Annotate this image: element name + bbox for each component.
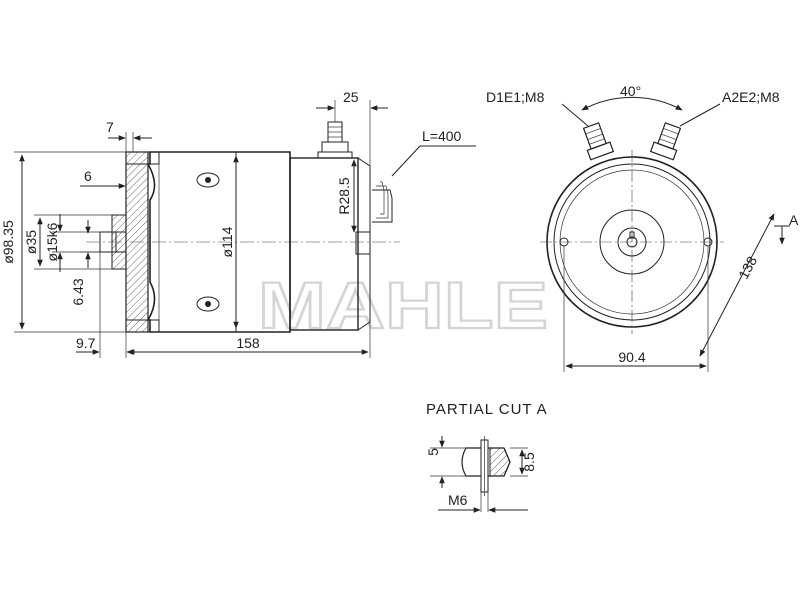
mounting-bolt [196,172,220,188]
dim-pilot-diameter: ø35 [23,230,39,254]
mounting-bolt [196,296,220,312]
partial-cut-title: PARTIAL CUT A [426,401,548,418]
dim-terminal-offset: 25 [343,89,359,105]
dim-body-diameter: ø114 [219,226,235,257]
dim-shaft-length: 9.7 [76,335,96,351]
dim-hole-spacing: 90.4 [618,349,645,365]
cable [372,189,393,223]
motor-housing [146,151,291,333]
terminal-angle: 40° [620,83,641,99]
cable-length-label: L=400 [422,128,462,144]
section-marker: A [789,212,799,228]
dim-terminal-radius: R28.5 [336,177,352,215]
watermark: MAHLE [258,268,548,342]
dim-cut-8-5: 8.5 [521,452,537,472]
side-view: ø98.35 ø35 ø15k6 6.43 7 6 9.7 [0,89,476,358]
end-view: 40° D1E1;M8 A2E2;M8 90.4 138 A [486,83,799,372]
terminal-stud [317,121,353,159]
dim-end-diameter: 138 [735,253,760,281]
terminal-right-label: A2E2;M8 [722,89,780,105]
dim-cut-5: 5 [425,448,441,456]
dim-flange-diameter: ø98.35 [0,220,16,264]
dim-cut-thread: M6 [448,492,468,508]
dim-flange-offset: 6 [84,168,92,184]
terminal-left-label: D1E1;M8 [486,89,545,105]
partial-cut-view: PARTIAL CUT A 5 8.5 M6 [425,401,548,513]
dim-shaft-diameter: ø15k6 [44,222,60,261]
dim-flange-step: 7 [106,119,114,135]
terminal-right [649,122,682,161]
dim-body-length: 158 [236,335,260,351]
terminal-left [582,122,615,161]
dim-key-height: 6.43 [70,278,86,305]
